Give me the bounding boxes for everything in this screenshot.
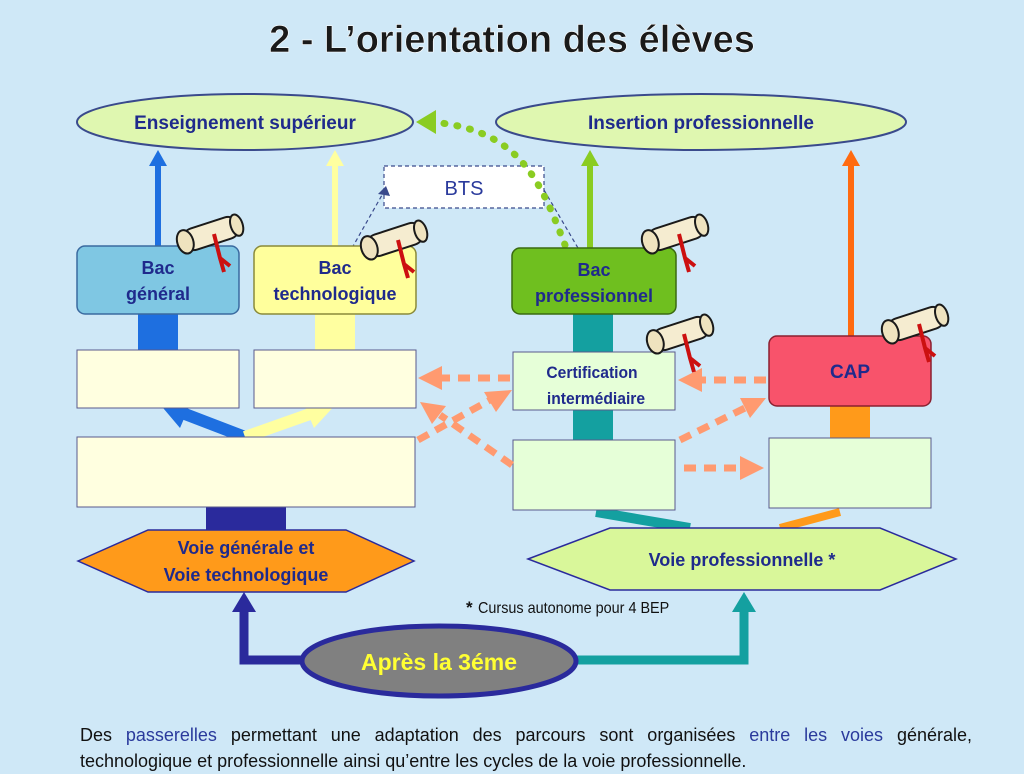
certification-label-2: intermédiaire xyxy=(547,389,645,408)
cap-box xyxy=(768,335,932,407)
arrow-pro-up-head xyxy=(581,150,599,166)
arrow-start-to-voie-generale xyxy=(239,608,304,665)
footer-part-1: Des xyxy=(80,725,126,745)
passerelles-arrowheads xyxy=(418,366,766,480)
footer-text: Des passerelles permettant une adaptatio… xyxy=(80,722,972,774)
cap-label: CAP xyxy=(830,362,870,383)
arrow-start-to-voie-pro xyxy=(576,608,749,665)
bac-pro-label-2: professionnel xyxy=(535,286,653,306)
link-pro-to-voie-pro xyxy=(595,507,691,533)
oval-enseignement-superieur xyxy=(76,93,414,151)
bac-pro-box xyxy=(511,247,677,315)
arrow-techno-up-head xyxy=(326,150,344,166)
pillar-voie-gen xyxy=(206,506,286,532)
arrow-start-to-voie-generale-head xyxy=(232,592,256,612)
bac-techno-label-1: Bac xyxy=(318,258,351,278)
certification-label-1: Certification xyxy=(546,363,637,382)
voie-professionnelle-hexagon xyxy=(525,527,958,591)
bac-general-label-2: général xyxy=(126,284,190,304)
arrow-start-to-voie-pro-head xyxy=(732,592,756,612)
bts-link-arrowhead xyxy=(378,186,390,196)
pro-seconde-box xyxy=(512,439,676,511)
year-box-general xyxy=(76,349,240,409)
bac-general-box xyxy=(76,245,240,315)
cap-first-year-box xyxy=(768,437,932,509)
pillar-pro-upper xyxy=(573,314,613,354)
bac-pro-label-1: Bac xyxy=(577,260,610,280)
start-label: Après la 3éme xyxy=(361,649,517,675)
dotted-arc-arrowhead xyxy=(416,110,436,134)
arrow-trunk-to-general xyxy=(182,408,248,443)
voie-generale-hexagon xyxy=(76,529,416,593)
oval-enseignement-label: Enseignement supérieur xyxy=(134,113,356,134)
certification-box xyxy=(512,351,676,411)
footer-part-2: permettant une adaptation des parcours s… xyxy=(216,725,750,745)
oval-insertion-professionnelle xyxy=(495,93,907,151)
pillar-general xyxy=(138,314,178,352)
bac-general-label-1: Bac xyxy=(141,258,174,278)
pillar-pro-lower xyxy=(573,408,613,442)
arrow-cap-up-head xyxy=(842,150,860,166)
footer-entre-les-voies: entre les voies xyxy=(749,725,884,745)
passerelles-arrows xyxy=(416,374,766,472)
common-seconde-box xyxy=(76,436,416,508)
bac-techno-label-2: technologique xyxy=(274,284,397,304)
bts-dashed-link-left xyxy=(351,187,387,249)
bts-dashed-link-right xyxy=(543,189,579,249)
note-star: * xyxy=(466,598,473,617)
oval-insertion-label: Insertion professionnelle xyxy=(588,113,814,134)
bac-techno-box xyxy=(253,245,417,315)
arrow-general-up-head xyxy=(149,150,167,166)
voie-professionnelle-label: Voie professionnelle * xyxy=(649,550,836,570)
arrow-trunk-to-techno xyxy=(242,408,313,443)
start-oval-apres-3eme xyxy=(299,623,579,699)
pillar-cap xyxy=(830,404,870,440)
voie-generale-label-1: Voie générale et xyxy=(178,538,315,558)
voie-generale-label-2: Voie technologique xyxy=(164,565,329,585)
footer-part-3: générale, technologique et professionnel… xyxy=(80,725,972,771)
link-cap-to-voie-pro xyxy=(778,508,842,532)
bts-label: BTS xyxy=(445,178,484,200)
dotted-arc-bacpro-to-superieur xyxy=(428,118,569,249)
note-text: Cursus autonome pour 4 BEP xyxy=(478,599,669,617)
year-box-techno xyxy=(253,349,417,409)
footer-passerelles: passerelles xyxy=(125,725,217,745)
page-title: 2 - L’orientation des élèves xyxy=(269,19,755,61)
pillar-techno xyxy=(315,314,355,352)
bts-box xyxy=(383,165,545,209)
